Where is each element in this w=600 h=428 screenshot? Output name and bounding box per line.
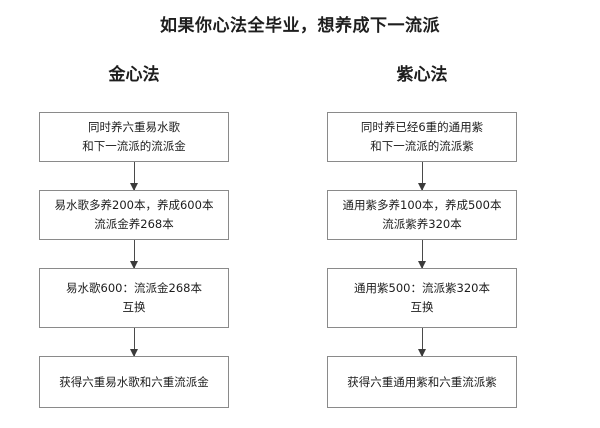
arrow-down-icon	[418, 183, 426, 191]
page-title: 如果你心法全毕业，想养成下一流派	[160, 16, 440, 36]
flow-node-gold-3: 易水歌600：流派金268本 互换	[39, 268, 229, 328]
flow-node-gold-4: 获得六重易水歌和六重流派金	[39, 356, 229, 408]
flow-node-gold-2-text: 易水歌多养200本，养成600本 流派金养268本	[54, 198, 214, 231]
flow-node-purple-4-text: 获得六重通用紫和六重流派紫	[347, 374, 497, 389]
arrow-line-icon	[133, 328, 135, 356]
flow-node-gold-2: 易水歌多养200本，养成600本 流派金养268本	[39, 190, 229, 240]
flow-node-purple-3: 通用紫500：流派紫320本 互换	[327, 268, 517, 328]
arrow-down-icon	[418, 349, 426, 357]
arrow-down-icon	[130, 261, 138, 269]
flow-column-gold: 同时养六重易水歌 和下一流派的流派金 易水歌多养200本，养成600本 流派金养…	[39, 112, 229, 408]
flow-node-purple-4: 获得六重通用紫和六重流派紫	[327, 356, 517, 408]
arrow-line-icon	[133, 240, 135, 268]
flow-node-gold-1-text: 同时养六重易水歌 和下一流派的流派金	[82, 120, 186, 153]
flow-node-gold-3-text: 易水歌600：流派金268本 互换	[66, 281, 202, 314]
flow-arrow-gold-3-4	[39, 328, 229, 357]
flow-node-gold-1: 同时养六重易水歌 和下一流派的流派金	[39, 112, 229, 162]
column-header-purple: 紫心法	[396, 65, 448, 85]
flow-arrow-purple-2-3	[327, 240, 517, 269]
flow-column-purple: 同时养已经6重的通用紫 和下一流派的流派紫 通用紫多养100本，养成500本 流…	[327, 112, 517, 408]
flow-node-purple-2-text: 通用紫多养100本，养成500本 流派紫养320本	[342, 198, 502, 231]
arrow-down-icon	[130, 349, 138, 357]
flow-node-purple-2: 通用紫多养100本，养成500本 流派紫养320本	[327, 190, 517, 240]
column-header-gold: 金心法	[108, 65, 160, 85]
flow-arrow-gold-2-3	[39, 240, 229, 269]
flow-arrow-purple-1-2	[327, 162, 517, 191]
flow-node-gold-4-text: 获得六重易水歌和六重流派金	[59, 374, 209, 389]
flow-node-purple-1-text: 同时养已经6重的通用紫 和下一流派的流派紫	[360, 120, 484, 153]
arrow-line-icon	[421, 162, 423, 190]
arrow-line-icon	[421, 240, 423, 268]
arrow-down-icon	[418, 261, 426, 269]
arrow-line-icon	[421, 328, 423, 356]
flow-arrow-gold-1-2	[39, 162, 229, 191]
arrow-line-icon	[133, 162, 135, 190]
flow-arrow-purple-3-4	[327, 328, 517, 357]
flow-node-purple-3-text: 通用紫500：流派紫320本 互换	[354, 281, 490, 314]
arrow-down-icon	[130, 183, 138, 191]
flow-node-purple-1: 同时养已经6重的通用紫 和下一流派的流派紫	[327, 112, 517, 162]
